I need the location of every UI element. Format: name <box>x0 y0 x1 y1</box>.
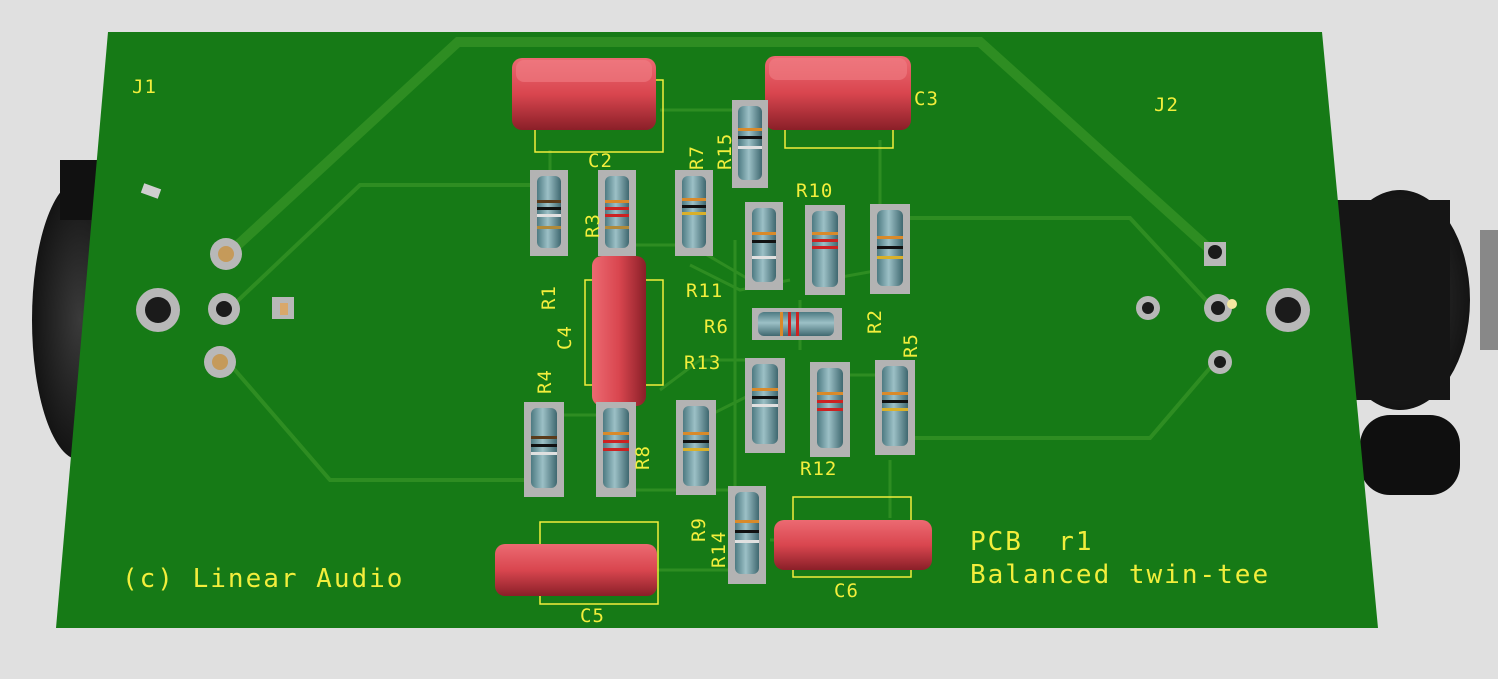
board-title: Balanced twin-tee <box>970 560 1271 590</box>
resistor-r6 <box>752 308 842 340</box>
label-r10: R10 <box>796 180 834 202</box>
resistor-r13 <box>745 358 785 453</box>
label-r5: R5 <box>900 333 922 358</box>
resistor-r14 <box>728 486 766 584</box>
pcb-revision-label: PCB r1 <box>970 527 1094 557</box>
label-r14: R14 <box>708 530 730 568</box>
label-r4: R4 <box>534 369 556 394</box>
label-r2: R2 <box>864 309 886 334</box>
capacitor-c2 <box>512 58 656 130</box>
label-r3: R3 <box>582 213 604 238</box>
label-r8: R8 <box>632 445 654 470</box>
resistor-r4 <box>524 402 564 497</box>
resistor-r15 <box>732 100 768 188</box>
resistor-r7 <box>675 170 713 256</box>
label-r13: R13 <box>684 352 722 374</box>
label-c4: C4 <box>554 325 576 350</box>
resistor-r12 <box>810 362 850 457</box>
capacitor-c5 <box>495 544 657 596</box>
resistor-r2 <box>870 204 910 294</box>
resistor-r11 <box>745 202 783 290</box>
label-c6: C6 <box>834 580 859 602</box>
capacitor-c3 <box>765 56 911 130</box>
resistor-r9 <box>676 400 716 495</box>
resistor-r8 <box>596 402 636 497</box>
label-r11: R11 <box>686 280 724 302</box>
label-r6: R6 <box>704 316 729 338</box>
label-r7: R7 <box>686 145 708 170</box>
label-r9: R9 <box>688 517 710 542</box>
label-c3: C3 <box>914 88 939 110</box>
label-r12: R12 <box>800 458 838 480</box>
resistor-r5 <box>875 360 915 455</box>
label-c2: C2 <box>588 150 613 172</box>
label-j2: J2 <box>1154 94 1179 116</box>
resistor-r1 <box>530 170 568 256</box>
j2-pads <box>1136 242 1310 374</box>
copyright-text: (c) Linear Audio <box>122 564 405 594</box>
connector-j2-body <box>1330 190 1498 495</box>
label-r15: R15 <box>714 132 736 170</box>
capacitor-c4 <box>592 256 646 406</box>
label-c5: C5 <box>580 605 605 627</box>
label-j1: J1 <box>132 76 157 98</box>
resistor-r3 <box>598 170 636 256</box>
capacitor-c6 <box>774 520 932 570</box>
label-r1: R1 <box>538 285 560 310</box>
j1-pads <box>136 183 294 378</box>
resistor-r10 <box>805 205 845 295</box>
